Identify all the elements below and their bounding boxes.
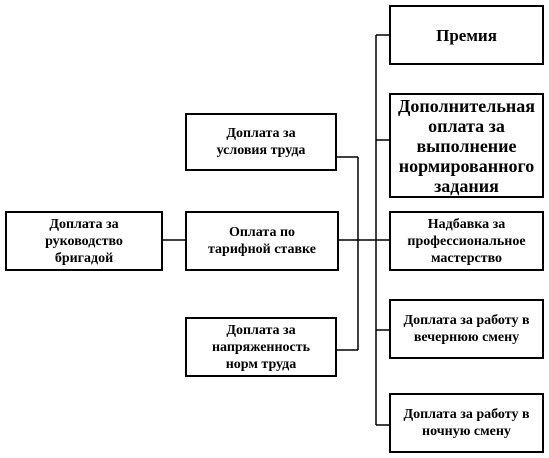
- node-tariff-pay-label: Оплата по тарифной ставке: [208, 225, 316, 257]
- node-labor-conditions-label: Доплата за условия труда: [216, 126, 306, 158]
- node-brigade-lead: Доплата за руководство бригадой: [5, 211, 163, 271]
- node-night-shift-label: Доплата за работу в ночную смену: [403, 407, 530, 439]
- node-brigade-lead-label: Доплата за руководство бригадой: [45, 216, 123, 266]
- node-evening-shift: Доплата за работу в вечернюю смену: [389, 299, 544, 359]
- node-premium: Премия: [389, 5, 544, 65]
- node-professional-skill-label: Надбавка за профессиональное мастерство: [407, 216, 526, 266]
- node-evening-shift-label: Доплата за работу в вечернюю смену: [403, 313, 530, 345]
- node-labor-intensity-label: Доплата за напряженность норм труда: [211, 322, 311, 372]
- node-premium-label: Премия: [436, 25, 497, 45]
- node-labor-conditions: Доплата за условия труда: [185, 113, 337, 171]
- node-professional-skill: Надбавка за профессиональное мастерство: [389, 211, 544, 271]
- node-additional-pay: Дополнительная оплата за выполнение норм…: [389, 93, 544, 198]
- node-additional-pay-label: Дополнительная оплата за выполнение норм…: [398, 95, 535, 196]
- node-night-shift: Доплата за работу в ночную смену: [389, 393, 544, 453]
- node-labor-intensity: Доплата за напряженность норм труда: [185, 317, 337, 377]
- node-tariff-pay: Оплата по тарифной ставке: [185, 211, 339, 271]
